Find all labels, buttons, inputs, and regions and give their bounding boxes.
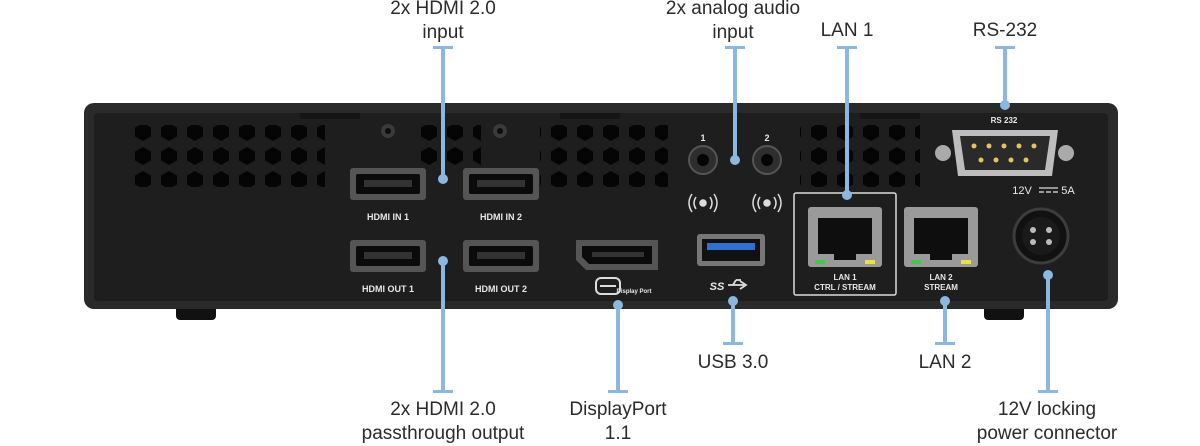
displayport-port — [576, 240, 658, 270]
leader-dot — [1000, 100, 1010, 110]
audio-jack-2 — [752, 145, 782, 175]
leader-cap — [433, 390, 453, 393]
callout-usb: USB 3.0 — [673, 351, 793, 375]
vent-grille — [125, 125, 325, 187]
hdmi-out-2-label: HDMI OUT 2 — [475, 284, 527, 294]
callout-line: 2x HDMI 2.0 — [390, 399, 496, 420]
audio-2-label: 2 — [764, 133, 769, 143]
leader-cap — [723, 342, 743, 345]
leader-line-usb — [731, 300, 735, 344]
callout-line: DisplayPort — [569, 399, 667, 420]
leader-cap — [935, 342, 955, 345]
callout-line: 1.1 — [604, 423, 632, 444]
callout-line: 12V locking — [997, 399, 1097, 420]
leader-line-hdmi-out — [441, 260, 445, 392]
leader-line-audio — [733, 46, 737, 159]
audio-symbol-icon — [688, 193, 718, 213]
rs232-port — [935, 130, 1074, 176]
lan1-label-line2: CTRL / STREAM — [814, 283, 876, 292]
hdmi-out-1-port — [350, 240, 426, 272]
displayport-logo-icon — [595, 277, 621, 295]
vent-grille — [800, 125, 920, 187]
dp-logo-text: Display Port — [616, 289, 651, 295]
vent-grille — [413, 125, 481, 170]
callout-line: RS-232 — [972, 20, 1038, 41]
hdmi-out-2-port — [463, 240, 539, 272]
callout-line: input — [712, 22, 754, 43]
hdmi-in-1-port — [350, 168, 426, 200]
lan2-label-line1: LAN 2 — [929, 273, 953, 282]
lan-2-port — [904, 207, 978, 267]
usb-3-port — [697, 234, 765, 266]
callout-audio-in: 2x analog audio input — [633, 0, 833, 45]
callout-hdmi-out: 2x HDMI 2.0 passthrough output — [333, 398, 553, 446]
callout-line: USB 3.0 — [697, 352, 769, 373]
lan1-label-line1: LAN 1 — [833, 273, 857, 282]
leader-cap — [1038, 390, 1058, 393]
power-current-label: 5A — [1061, 185, 1075, 197]
leader-dot — [438, 174, 448, 184]
usb-superspeed-icon — [728, 279, 748, 290]
callout-line: input — [422, 22, 464, 43]
leader-line-lan2 — [943, 300, 947, 344]
callout-line: 2x HDMI 2.0 — [390, 0, 496, 19]
leader-line-hdmi-in — [441, 46, 445, 179]
audio-1-label: 1 — [700, 133, 705, 143]
callout-line: LAN 2 — [918, 352, 972, 373]
callout-line: power connector — [976, 423, 1118, 444]
usb-logo-text: SS — [710, 281, 725, 293]
leader-cap — [608, 390, 628, 393]
callout-hdmi-in: 2x HDMI 2.0 input — [343, 0, 543, 45]
leader-line-lan1 — [845, 46, 849, 194]
callout-line: passthrough output — [361, 423, 525, 444]
rs232-label: RS 232 — [991, 116, 1018, 125]
power-voltage-label: 12V — [1012, 185, 1032, 197]
leader-line-displayport — [616, 304, 620, 392]
callout-rs232: RS-232 — [945, 19, 1065, 43]
callout-lan2: LAN 2 — [885, 351, 1005, 375]
power-connector — [1012, 207, 1070, 265]
dc-symbol-icon — [1039, 187, 1058, 193]
audio-jack-1 — [688, 145, 718, 175]
lan-1-port — [793, 192, 897, 296]
callout-line: 2x analog audio — [665, 0, 801, 19]
leader-line-rs232 — [1003, 46, 1007, 104]
leader-dot — [730, 155, 740, 165]
vent-grille — [540, 125, 668, 187]
callout-lan1: LAN 1 — [787, 19, 907, 43]
audio-symbol-icon — [752, 193, 782, 213]
callout-displayport: DisplayPort 1.1 — [538, 398, 698, 446]
hdmi-out-1-label: HDMI OUT 1 — [362, 284, 414, 294]
hdmi-in-2-port — [463, 168, 539, 200]
leader-line-power — [1046, 274, 1050, 392]
hdmi-in-1-label: HDMI IN 1 — [367, 212, 409, 222]
callout-line: LAN 1 — [820, 20, 874, 41]
lan2-label-line2: STREAM — [924, 283, 958, 292]
leader-dot — [842, 190, 852, 200]
hdmi-in-2-label: HDMI IN 2 — [480, 212, 522, 222]
callout-power: 12V locking power connector — [947, 398, 1147, 446]
